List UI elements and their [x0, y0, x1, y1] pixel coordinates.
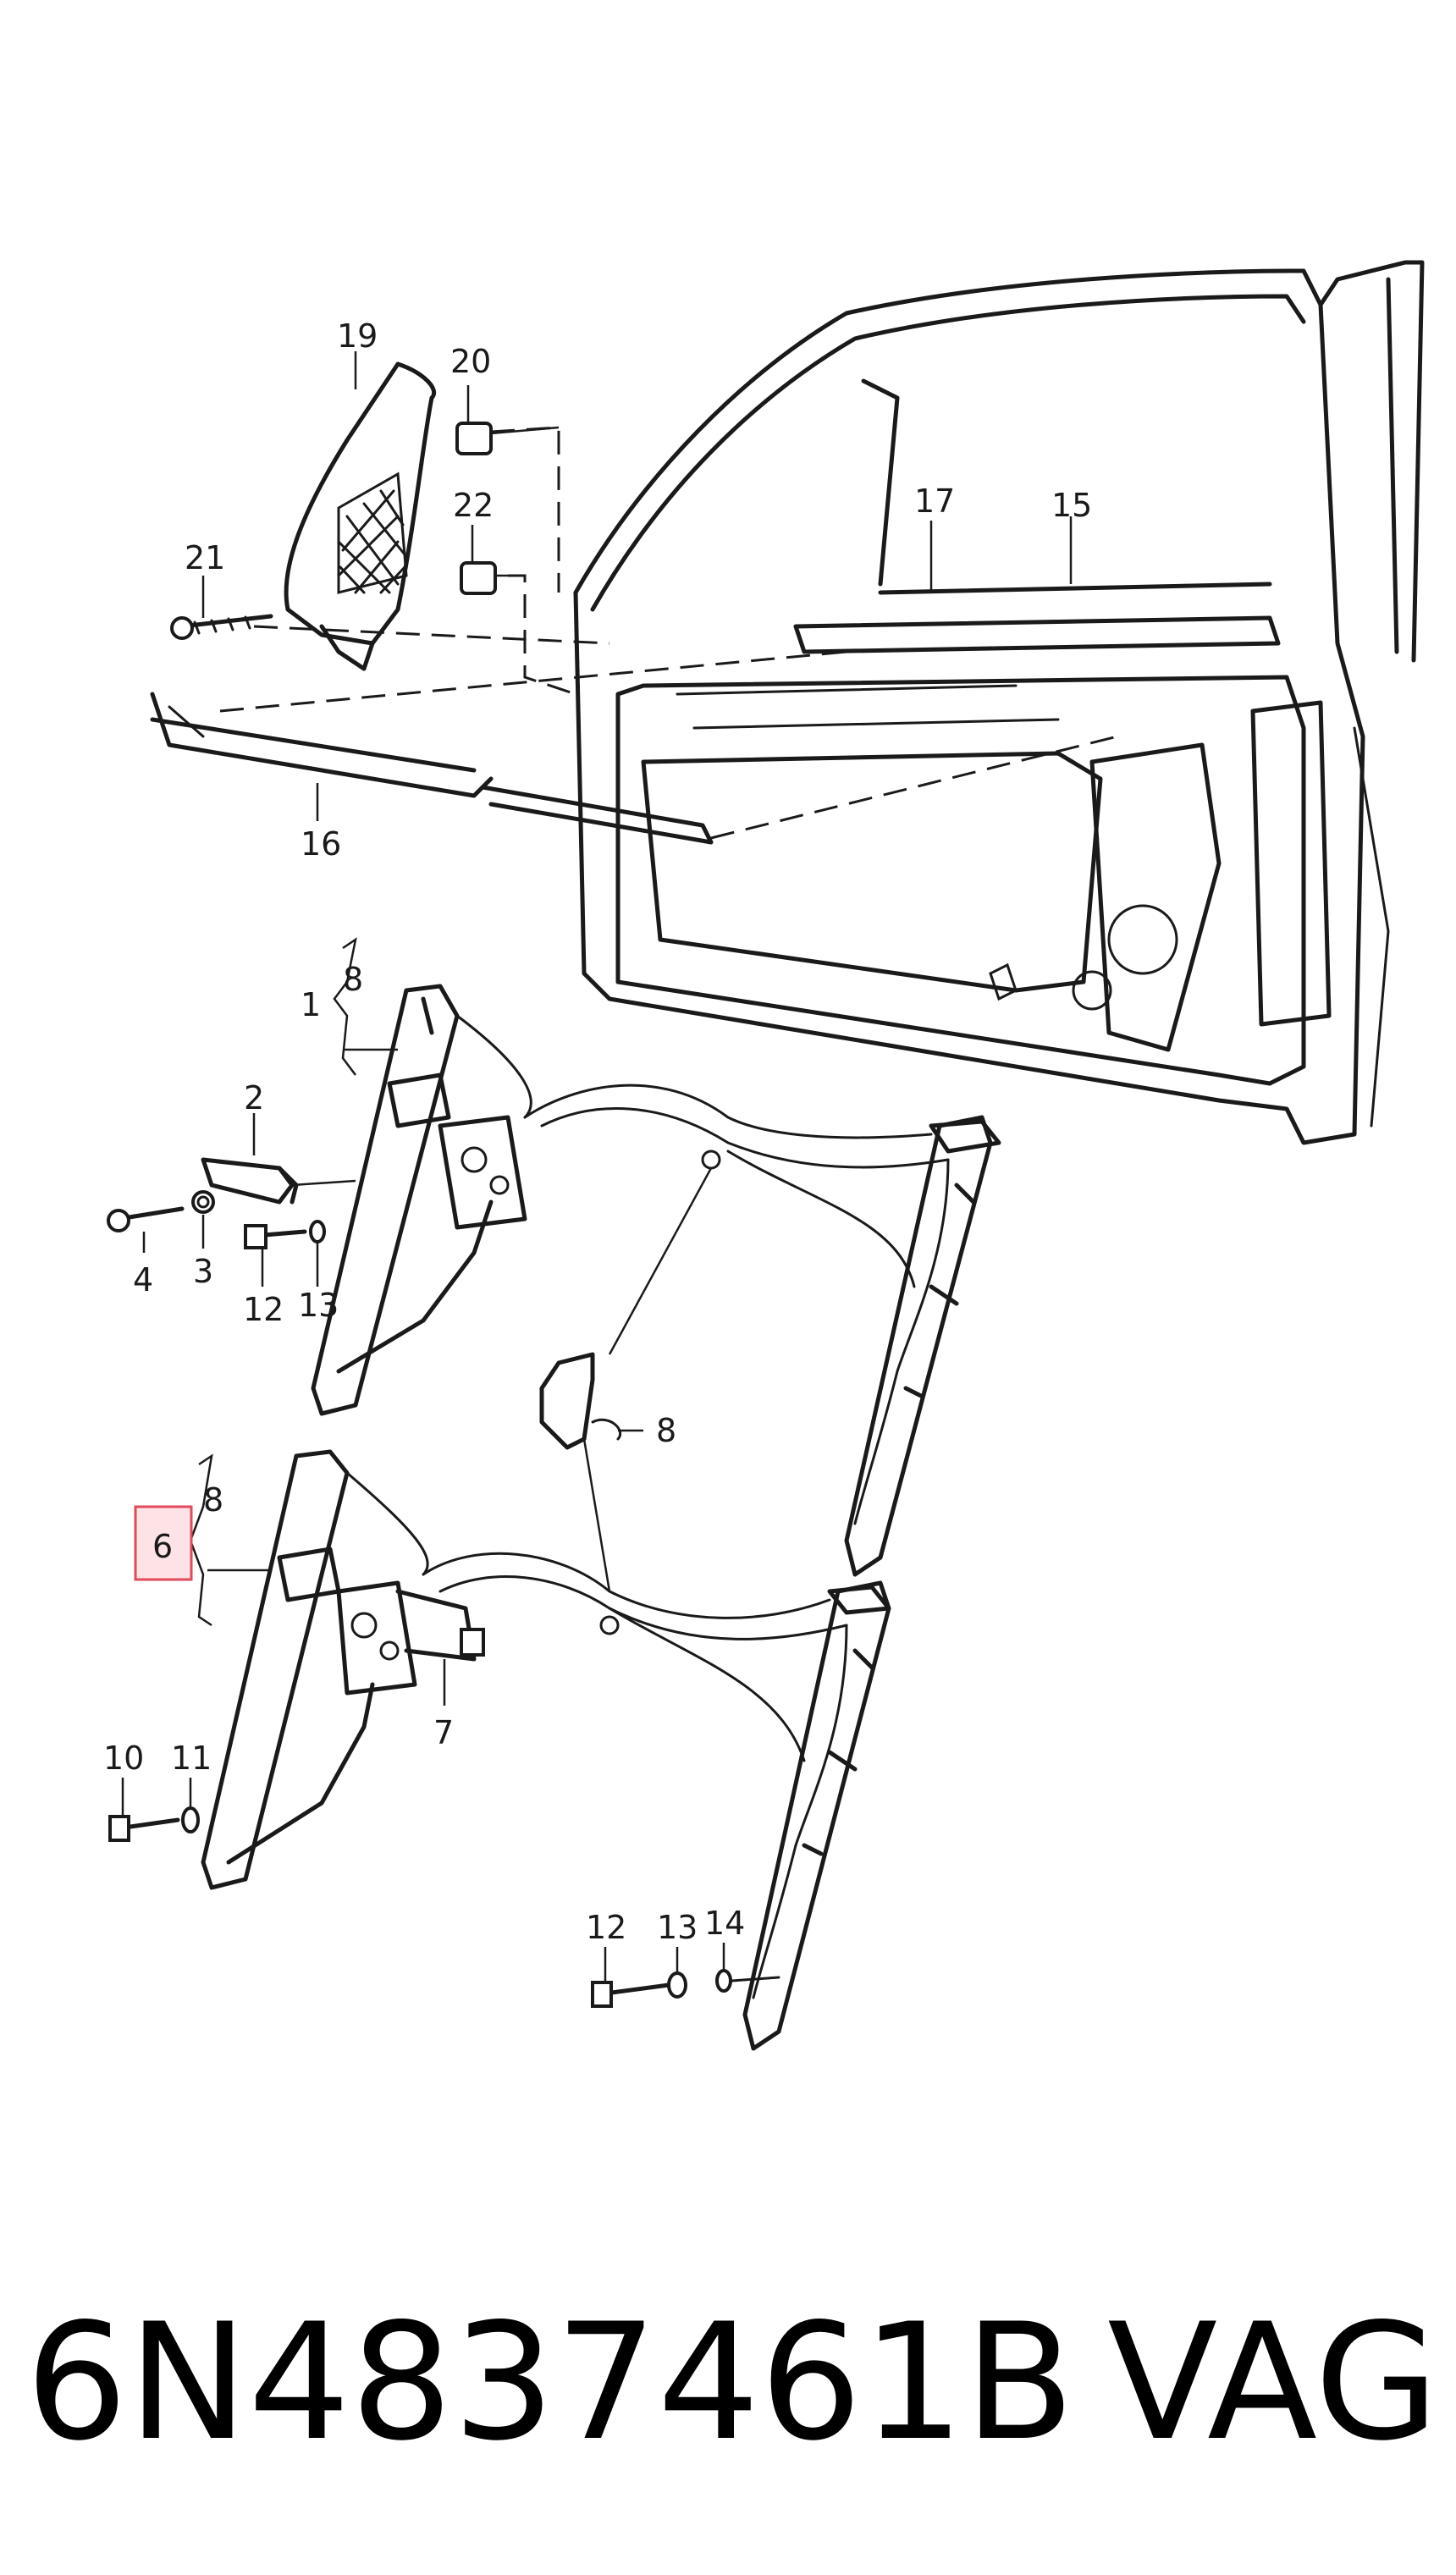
callout-7: 7	[433, 1714, 454, 1751]
screw-21	[170, 614, 273, 640]
callout-8-middle: 8	[656, 1412, 676, 1449]
crank-parts	[107, 1157, 356, 1249]
callout-19: 19	[337, 317, 378, 355]
cable-guide-8	[539, 1352, 643, 1592]
window-seal-16	[150, 692, 714, 845]
callout-13-lower: 13	[657, 1909, 698, 1946]
callout-12-upper: 12	[243, 1291, 284, 1328]
callout-15: 15	[1051, 487, 1092, 524]
window-regulator-1	[311, 984, 1001, 1577]
callout-22: 22	[453, 487, 494, 524]
callout-4: 4	[133, 1261, 153, 1299]
callout-12-lower: 12	[586, 1909, 626, 1946]
brand-name: VAG	[1107, 2289, 1439, 2476]
window-regulator-6	[201, 1449, 891, 2051]
callout-8-lower: 8	[203, 1481, 223, 1519]
callout-16: 16	[301, 825, 341, 863]
callout-10: 10	[103, 1740, 144, 1777]
callout-8-upper: 8	[343, 961, 363, 998]
door-frame	[573, 260, 1425, 1145]
highlight-box-6	[134, 1505, 193, 1581]
part-number: 6N4837461B	[25, 2289, 1075, 2476]
assembly-lines	[219, 426, 1118, 840]
trim-cover-19	[284, 361, 436, 671]
callout-20: 20	[450, 343, 491, 380]
callout-13-upper: 13	[298, 1287, 339, 1324]
callout-labels: 19 20 22 21 17 15 16 1 8 2 4 3 12 13 8 8…	[103, 317, 1092, 1946]
part-footer: 6N4837461B VAG	[25, 2286, 1439, 2480]
callout-6: 6	[152, 1528, 173, 1565]
callout-1: 1	[301, 986, 321, 1023]
callout-14: 14	[704, 1905, 745, 1942]
callout-2: 2	[244, 1079, 264, 1117]
callout-17: 17	[914, 482, 955, 520]
callout-11: 11	[171, 1740, 212, 1777]
callout-21: 21	[185, 539, 225, 576]
callout-3: 3	[193, 1253, 213, 1290]
clip-22	[460, 561, 525, 595]
